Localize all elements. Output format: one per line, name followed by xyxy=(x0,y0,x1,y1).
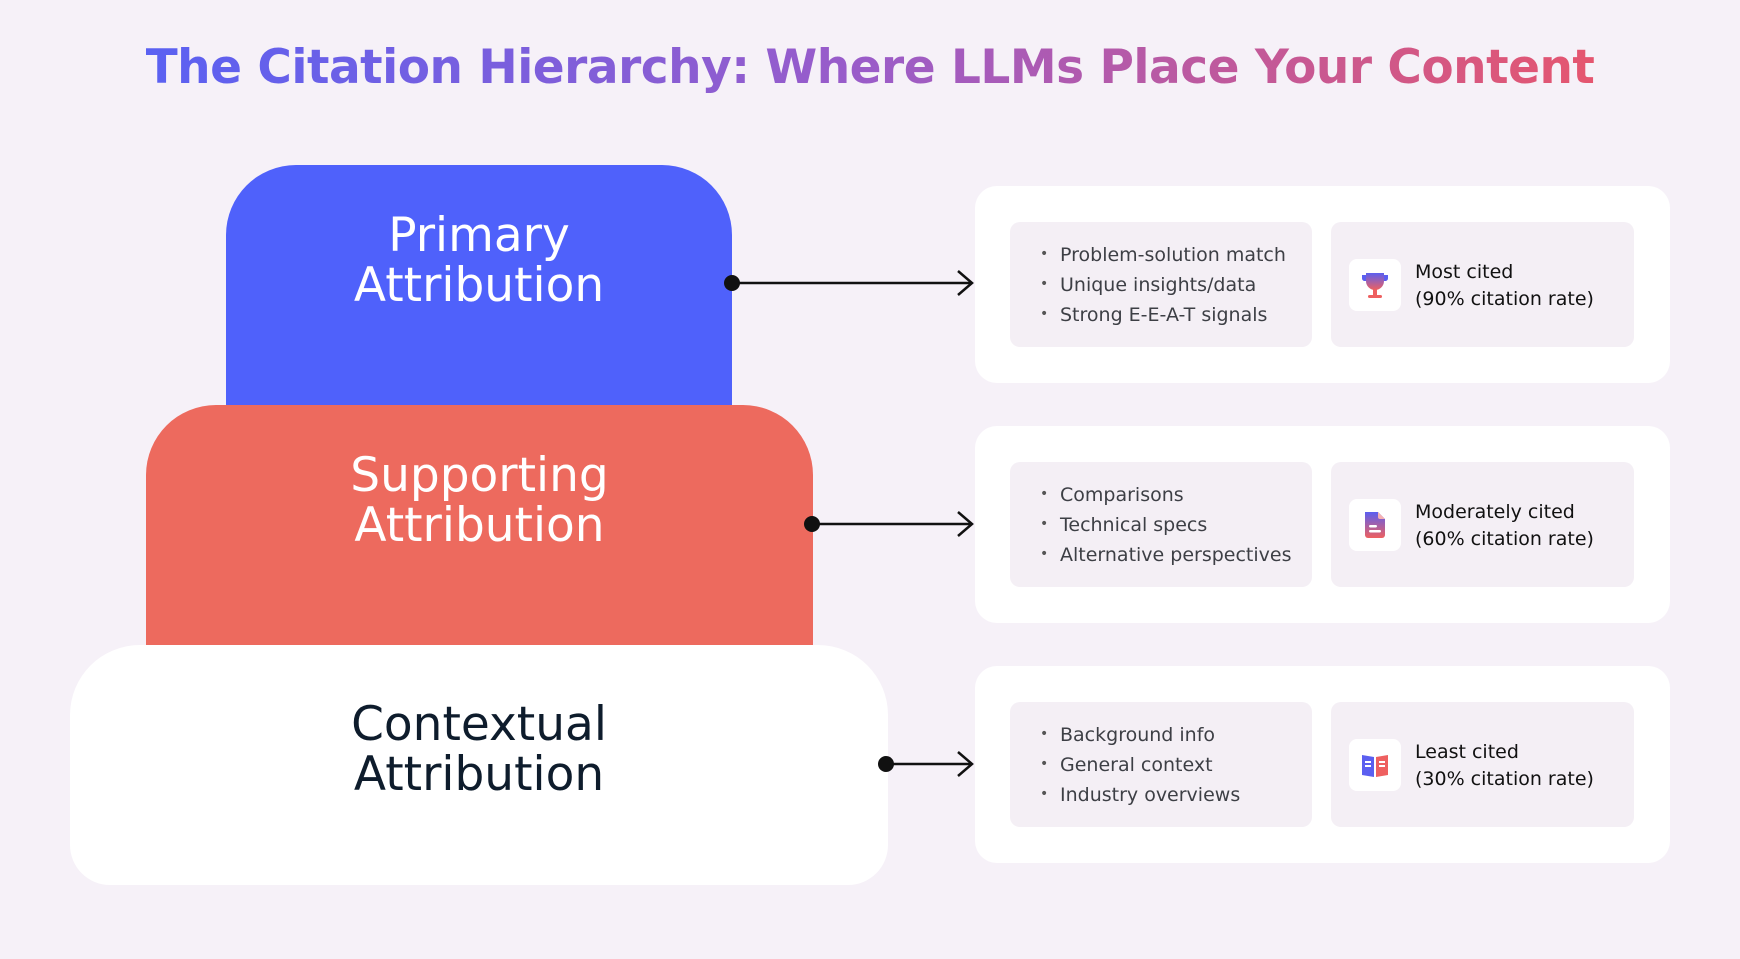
tier-contextual-attribution: Contextual Attribution xyxy=(70,645,888,885)
list-item: Unique insights/data xyxy=(1040,269,1312,300)
book-icon xyxy=(1349,739,1401,791)
features-list: Comparisons Technical specs Alternative … xyxy=(1010,462,1312,587)
stat-title: Least cited xyxy=(1415,741,1519,763)
connector-primary xyxy=(724,270,974,296)
list-item: Problem-solution match xyxy=(1040,239,1312,270)
tier-primary-attribution: Primary Attribution xyxy=(226,165,732,427)
list-item: General context xyxy=(1040,749,1312,780)
card-supporting: Comparisons Technical specs Alternative … xyxy=(975,426,1670,623)
tier-label: Primary Attribution xyxy=(353,208,605,313)
stat-rate: (30% citation rate) xyxy=(1415,768,1594,790)
citation-stat: Least cited (30% citation rate) xyxy=(1331,702,1634,827)
tier-label: Contextual Attribution xyxy=(351,697,607,802)
card-contextual: Background info General context Industry… xyxy=(975,666,1670,863)
stat-rate: (90% citation rate) xyxy=(1415,288,1594,310)
list-item: Comparisons xyxy=(1040,479,1312,510)
card-primary: Problem-solution match Unique insights/d… xyxy=(975,186,1670,383)
citation-stat: Most cited (90% citation rate) xyxy=(1331,222,1634,347)
list-item: Industry overviews xyxy=(1040,779,1312,810)
stat-title: Moderately cited xyxy=(1415,501,1575,523)
tier-label: Supporting Attribution xyxy=(350,448,609,553)
trophy-icon xyxy=(1349,259,1401,311)
stat-rate: (60% citation rate) xyxy=(1415,528,1594,550)
connector-supporting xyxy=(804,511,974,537)
features-list: Background info General context Industry… xyxy=(1010,702,1312,827)
page-title: The Citation Hierarchy: Where LLMs Place… xyxy=(145,40,1595,95)
list-item: Technical specs xyxy=(1040,509,1312,540)
stat-title: Most cited xyxy=(1415,261,1514,283)
features-list: Problem-solution match Unique insights/d… xyxy=(1010,222,1312,347)
list-item: Strong E-E-A-T signals xyxy=(1040,299,1312,330)
citation-stat: Moderately cited (60% citation rate) xyxy=(1331,462,1634,587)
list-item: Background info xyxy=(1040,719,1312,750)
connector-contextual xyxy=(878,751,974,777)
list-item: Alternative perspectives xyxy=(1040,539,1312,570)
tier-supporting-attribution: Supporting Attribution xyxy=(146,405,813,667)
document-icon xyxy=(1349,499,1401,551)
